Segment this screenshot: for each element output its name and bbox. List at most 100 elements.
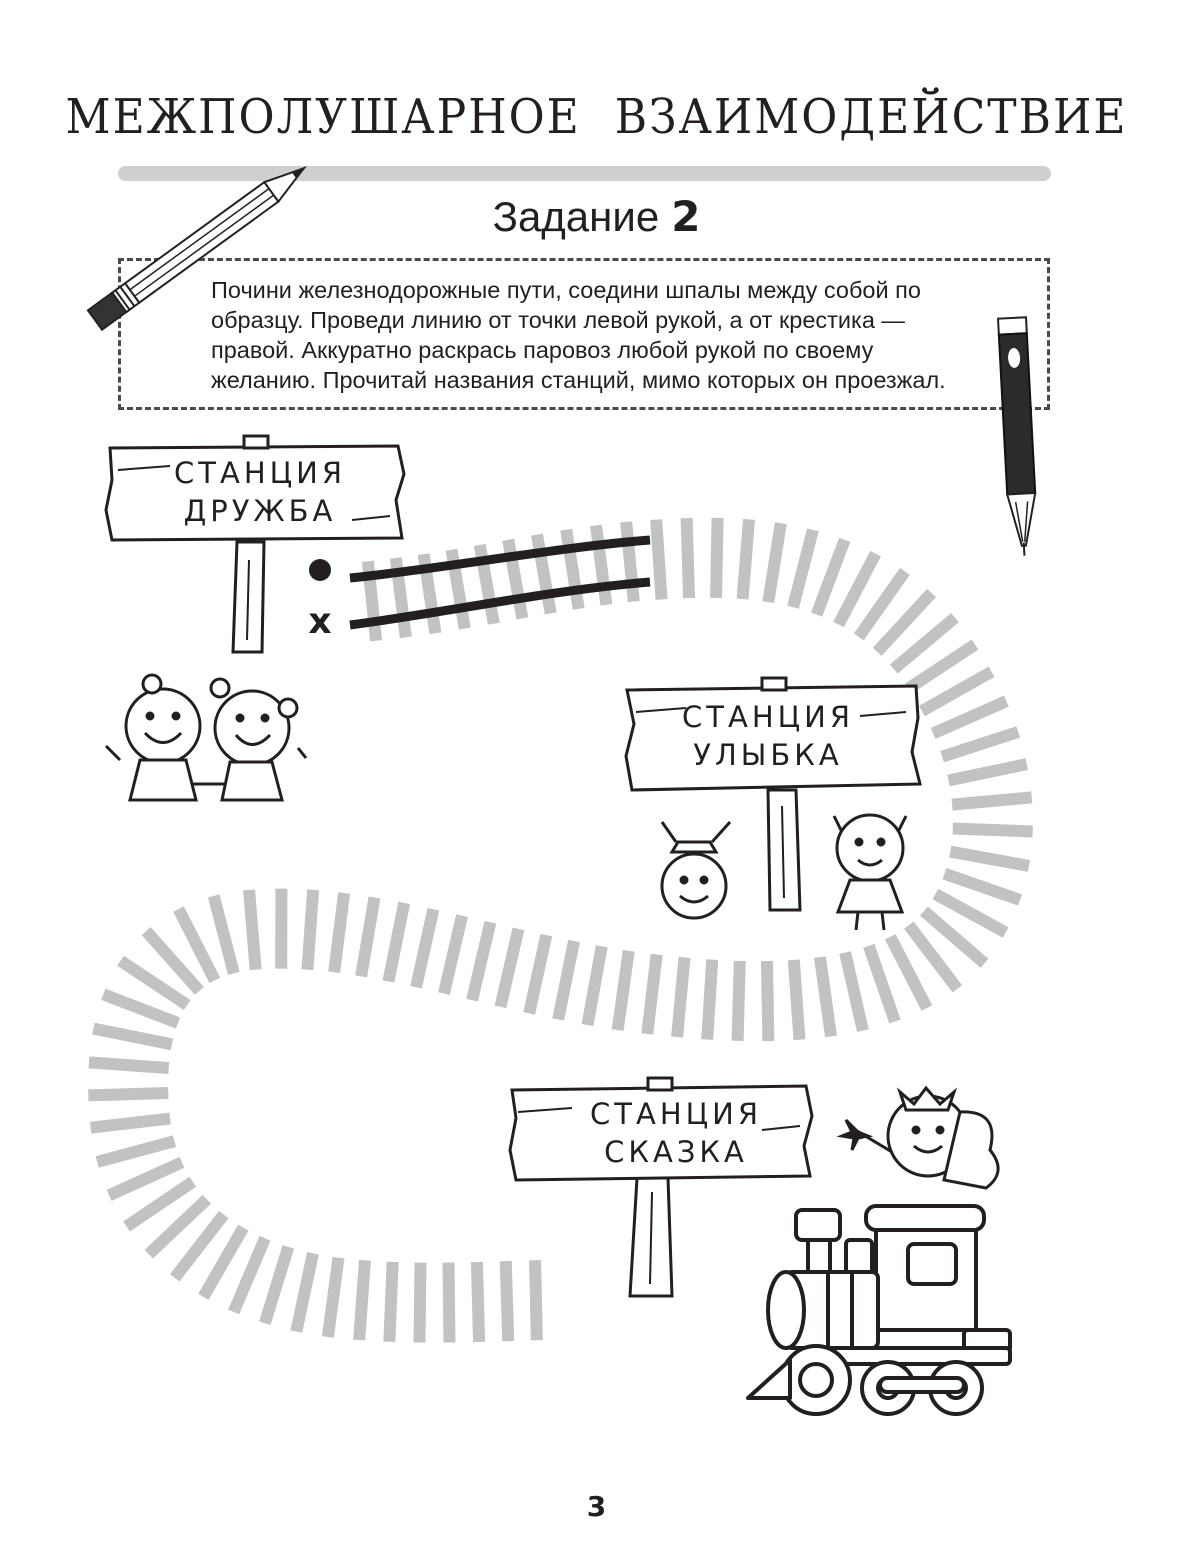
sleeper — [918, 666, 995, 717]
instruction-line: желанию. Прочитай названия станций, мимо… — [211, 367, 946, 393]
sleeper — [611, 950, 635, 1031]
instruction-line: образцу. Проведи линию от точки левой ру… — [211, 307, 905, 333]
sleeper — [863, 943, 901, 1024]
sleeper — [787, 959, 806, 1041]
instruction-line: Почини железнодорожные пути, соедини шпа… — [211, 277, 921, 303]
sleeper — [940, 726, 1021, 763]
sleeper — [762, 522, 787, 604]
instruction-line: правой. Аккуратно раскрась паровоз любой… — [211, 337, 874, 363]
sleeper — [833, 550, 881, 628]
instruction-text: Почини железнодорожные пути, соедини шпа… — [211, 275, 981, 395]
sleeper — [355, 896, 381, 978]
sleeper — [88, 1056, 170, 1075]
sleeper — [787, 528, 819, 609]
pencil-right-icon — [996, 316, 1037, 556]
sleeper — [760, 960, 775, 1042]
sleeper — [650, 519, 668, 600]
sleeper — [710, 517, 724, 598]
sleeper — [413, 1262, 427, 1343]
sleeper — [736, 518, 756, 600]
sleeper — [531, 533, 557, 615]
sleeper — [529, 1260, 543, 1341]
sleeper — [932, 888, 1009, 938]
kids-playing-illustration — [660, 813, 908, 931]
page-number: 3 — [586, 1490, 607, 1523]
sleeper — [259, 1245, 295, 1326]
sleeper — [523, 933, 553, 1015]
station-label-line2: СКАЗКА — [604, 1135, 748, 1169]
sleeper — [290, 1251, 319, 1333]
section-title-part1: МЕЖПОЛУШАРНОЕ — [65, 89, 581, 146]
sign-post-skazka — [508, 1076, 814, 1298]
sleeper — [382, 901, 411, 983]
sleeper — [680, 517, 696, 599]
title-divider — [118, 166, 1051, 181]
sleeper — [884, 934, 933, 1011]
sleeper — [499, 1260, 515, 1342]
station-label-line2: УЛЫБКА — [693, 738, 843, 772]
sleeper — [321, 1256, 345, 1338]
sleeper — [353, 1259, 371, 1341]
sleeper — [930, 695, 1009, 739]
section-title: МЕЖПОЛУШАРНОЕ ВЗАИМОДЕЙСТВИЕ — [0, 90, 1193, 145]
sleeper — [949, 845, 1031, 872]
sign-post-druzhba — [104, 434, 406, 654]
sleeper — [101, 988, 181, 1029]
sleeper — [92, 1022, 174, 1051]
sleeper — [106, 1156, 185, 1201]
sleeper — [920, 906, 989, 968]
station-sign-skazka: СТАНЦИЯ СКАЗКА — [566, 1095, 786, 1171]
sleeper — [814, 956, 837, 1038]
sleeper — [228, 1235, 271, 1315]
sample-rails — [349, 535, 651, 630]
sleeper — [620, 521, 640, 603]
fairy-illustration — [836, 1085, 1000, 1190]
sleeper — [243, 889, 262, 971]
sleeper — [810, 537, 851, 617]
sleeper — [731, 960, 746, 1042]
sleeper — [853, 567, 910, 641]
sleeper — [383, 1261, 399, 1343]
station-label-line1: СТАНЦИЯ — [682, 700, 854, 734]
sleeper — [144, 1194, 211, 1259]
task-number: 2 — [671, 192, 701, 241]
sleeper — [942, 867, 1023, 906]
sleeper — [173, 906, 221, 984]
station-sign-druzhba: СТАНЦИЯ ДРУЖБА — [150, 454, 370, 530]
sleeper — [141, 927, 204, 995]
sleeper — [889, 613, 959, 674]
sleeper — [947, 758, 1028, 787]
sleeper — [466, 920, 497, 1002]
sleeper — [207, 894, 240, 975]
station-label-line1: СТАНЦИЯ — [174, 456, 346, 490]
sleeper — [328, 892, 351, 974]
sleeper — [470, 1261, 486, 1343]
sleeper — [89, 1112, 171, 1134]
pencil-left-icon — [86, 166, 307, 332]
sleeper — [95, 1135, 176, 1168]
sleeper — [117, 955, 191, 1011]
instruction-box — [118, 258, 1050, 410]
sleeper — [301, 889, 320, 971]
sleeper — [671, 956, 691, 1038]
sleeper — [701, 959, 719, 1040]
sleeper — [952, 822, 1033, 838]
sleeper — [905, 639, 979, 694]
sleeper — [581, 945, 608, 1027]
sleeper — [552, 939, 580, 1021]
children-holding-hands-illustration — [104, 673, 308, 802]
sleeper — [442, 1262, 456, 1343]
sleeper — [123, 1176, 197, 1232]
start-dot-marker — [309, 559, 331, 581]
sleeper — [560, 528, 585, 610]
section-title-part2: ВЗАИМОДЕЙСТВИЕ — [614, 89, 1128, 146]
sleeper — [494, 927, 525, 1009]
sleeper — [872, 588, 936, 656]
station-sign-ulybka: СТАНЦИЯ УЛЫБКА — [658, 698, 878, 774]
steam-locomotive-illustration — [746, 1204, 1012, 1416]
sleeper — [589, 524, 613, 606]
sleeper — [641, 953, 663, 1035]
sleeper — [170, 1210, 229, 1282]
